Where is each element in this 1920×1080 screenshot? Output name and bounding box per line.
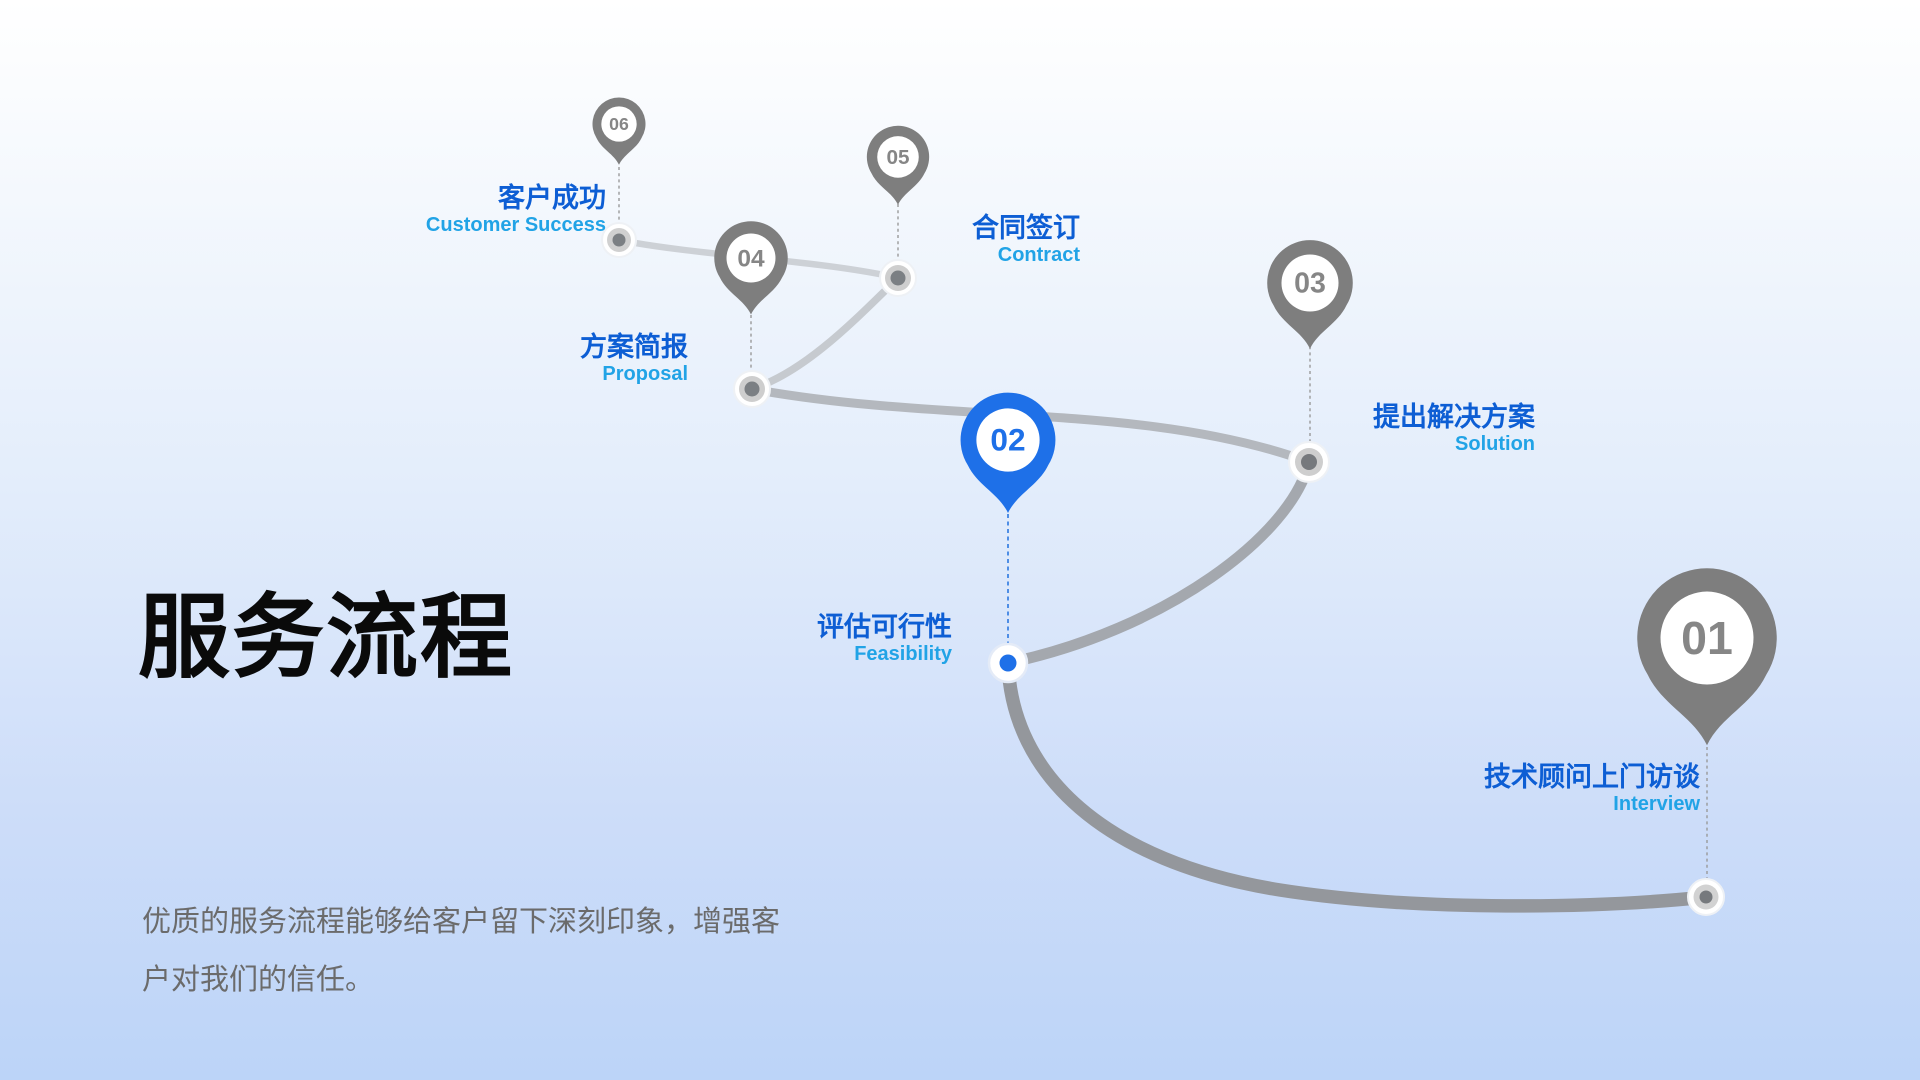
waypoint-dot-02 <box>987 642 1029 684</box>
step-label-contract: 合同签订 Contract <box>972 213 1080 267</box>
dashed-connectors <box>618 167 1708 878</box>
pin-03-number: 03 <box>1294 268 1326 300</box>
path-segment-3-2 <box>1002 456 1315 669</box>
pin-06-number: 06 <box>609 114 629 134</box>
pin-02-number: 02 <box>990 422 1025 458</box>
pin-04-number: 04 <box>737 245 765 272</box>
pin-04: 04 <box>714 221 788 315</box>
step-label-customer-success: 客户成功 Customer Success <box>426 183 606 237</box>
pin-01: 01 <box>1637 568 1777 746</box>
step-label-feasibility-en: Feasibility <box>854 643 952 665</box>
pin-05: 05 <box>866 125 930 205</box>
step-label-solution-zh: 提出解决方案 <box>1373 402 1535 432</box>
pin-06-circle <box>601 106 637 142</box>
pin-03: 03 <box>1267 240 1353 349</box>
waypoint-dot-03 <box>1288 441 1330 483</box>
step-label-interview-en: Interview <box>1613 793 1700 815</box>
pin-05-circle <box>877 136 919 178</box>
step-label-solution: 提出解决方案 Solution <box>1373 402 1535 456</box>
step-label-interview-zh: 技术顾问上门访谈 <box>1484 762 1700 792</box>
step-label-proposal-zh: 方案简报 <box>580 332 688 362</box>
step-label-proposal-en: Proposal <box>602 363 688 385</box>
step-label-customer-success-zh: 客户成功 <box>498 183 606 213</box>
pin-03-circle <box>1281 254 1339 312</box>
pin-01-number: 01 <box>1681 612 1733 664</box>
step-label-feasibility-zh: 评估可行性 <box>817 612 952 642</box>
pin-04-circle <box>726 233 776 283</box>
waypoint-dots <box>601 222 1725 916</box>
slide-description-line1: 优质的服务流程能够给客户留下深刻印象，增强客 <box>142 906 781 938</box>
step-label-solution-en: Solution <box>1455 433 1535 455</box>
waypoint-dot-01 <box>1687 878 1725 916</box>
pin-06: 06 <box>592 97 646 165</box>
step-label-interview: 技术顾问上门访谈 Interview <box>1484 762 1700 816</box>
pin-02: 02 <box>960 392 1056 513</box>
step-label-customer-success-en: Customer Success <box>425 214 606 236</box>
waypoint-dot-04 <box>733 370 771 408</box>
pin-01-circle <box>1660 591 1754 685</box>
step-label-contract-en: Contract <box>997 244 1080 266</box>
pin-05-number: 05 <box>886 146 909 169</box>
step-label-proposal: 方案简报 Proposal <box>580 332 688 386</box>
waypoint-dot-05 <box>879 259 917 297</box>
slide-description: 优质的服务流程能够给客户留下深刻印象，增强客 户对我们的信任。 <box>142 893 780 1009</box>
pin-02-circle <box>976 408 1040 472</box>
step-label-feasibility: 评估可行性 Feasibility <box>817 612 952 666</box>
path-segment-2-1 <box>1001 656 1713 913</box>
path-segment-5-4 <box>748 274 902 393</box>
waypoint-dot-06 <box>601 222 637 258</box>
step-label-contract-zh: 合同签订 <box>972 213 1080 243</box>
page-title: 服务流程 <box>138 587 515 689</box>
slide-description-line2: 户对我们的信任。 <box>142 964 375 996</box>
